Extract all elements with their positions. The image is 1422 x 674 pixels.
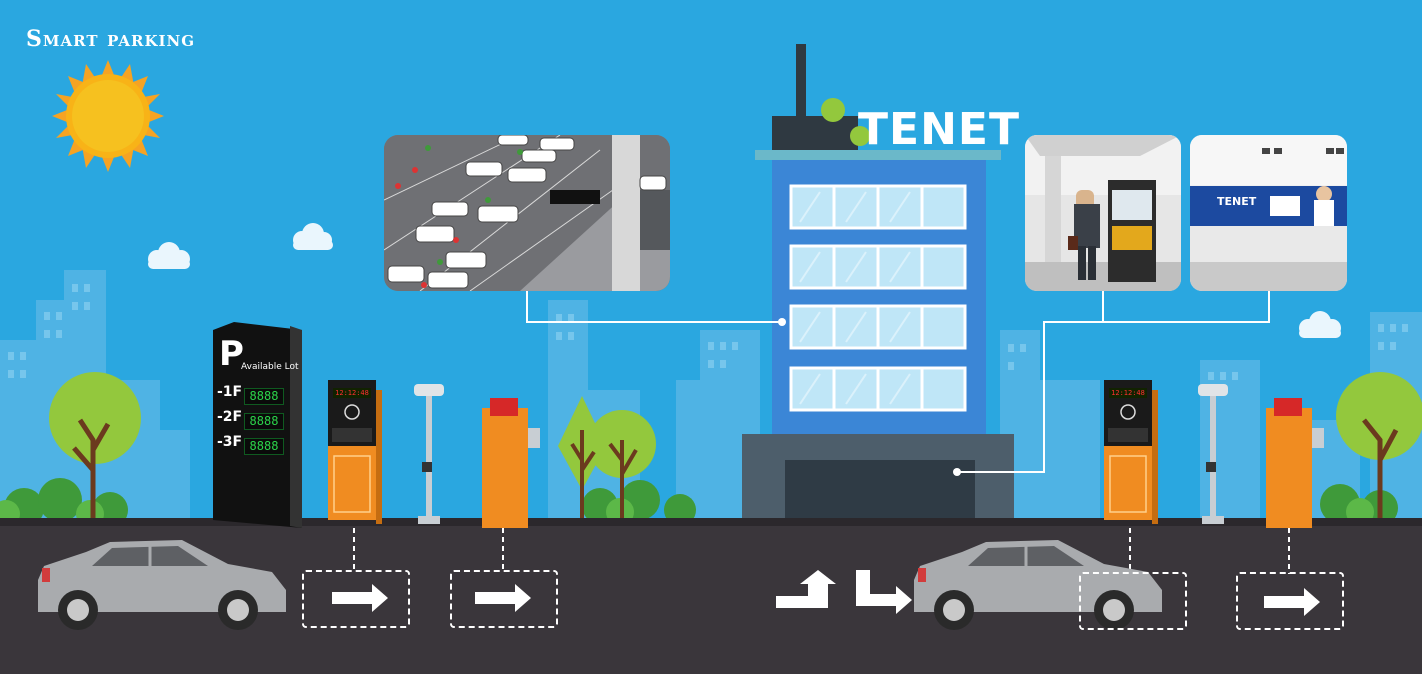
connector-lines bbox=[526, 291, 1270, 473]
floor-count: 8888 bbox=[244, 388, 284, 405]
entry-terminal-display: 12:12:48 bbox=[333, 388, 371, 398]
skyline-windows bbox=[8, 284, 1408, 380]
entry-terminal bbox=[328, 380, 382, 524]
turn-right-arrow-icon bbox=[856, 570, 912, 614]
floor-count: 8888 bbox=[244, 413, 284, 430]
arrow-right-icon bbox=[475, 584, 531, 612]
sun-icon bbox=[52, 60, 164, 172]
entry-lane-marker bbox=[302, 570, 410, 628]
desk-brand-badge: TENET bbox=[1217, 195, 1257, 208]
page-title: Smart parking bbox=[26, 26, 196, 52]
arrow-right-icon bbox=[1264, 588, 1320, 616]
barrier-gate bbox=[482, 398, 540, 528]
gate-lane-marker bbox=[450, 570, 558, 628]
floor-label: -1F bbox=[217, 384, 243, 400]
barrier-gate bbox=[1266, 398, 1324, 528]
exit-terminal bbox=[1104, 380, 1158, 524]
connector-dot bbox=[953, 468, 961, 476]
payment-station-view bbox=[1025, 135, 1181, 291]
floor-count: 8888 bbox=[244, 438, 284, 455]
service-desk-view bbox=[1190, 135, 1347, 291]
office-building bbox=[742, 44, 1014, 520]
exit-gate-lane-marker bbox=[1236, 572, 1344, 630]
exit-lane-marker bbox=[1079, 572, 1187, 630]
floor-label: -3F bbox=[217, 434, 243, 450]
car-icon bbox=[38, 540, 286, 630]
connector-dot bbox=[778, 318, 786, 326]
parking-camera-view bbox=[384, 135, 670, 291]
exit-terminal-display: 12:12:48 bbox=[1109, 388, 1147, 398]
turn-up-arrow-icon bbox=[776, 570, 836, 608]
security-camera-icon bbox=[414, 384, 444, 524]
parking-sign-subtitle: Available Lot bbox=[241, 362, 299, 372]
arrow-right-icon bbox=[332, 584, 388, 612]
cloud-icon bbox=[148, 223, 1341, 338]
floor-label: -2F bbox=[217, 409, 243, 425]
detection-lines bbox=[353, 528, 1290, 574]
security-camera-icon bbox=[1198, 384, 1228, 524]
building-brand-logo: TENET bbox=[858, 104, 1020, 155]
parking-sign-letter: P bbox=[219, 334, 244, 374]
tree-icon bbox=[49, 372, 1422, 520]
car-icon bbox=[914, 540, 1162, 630]
